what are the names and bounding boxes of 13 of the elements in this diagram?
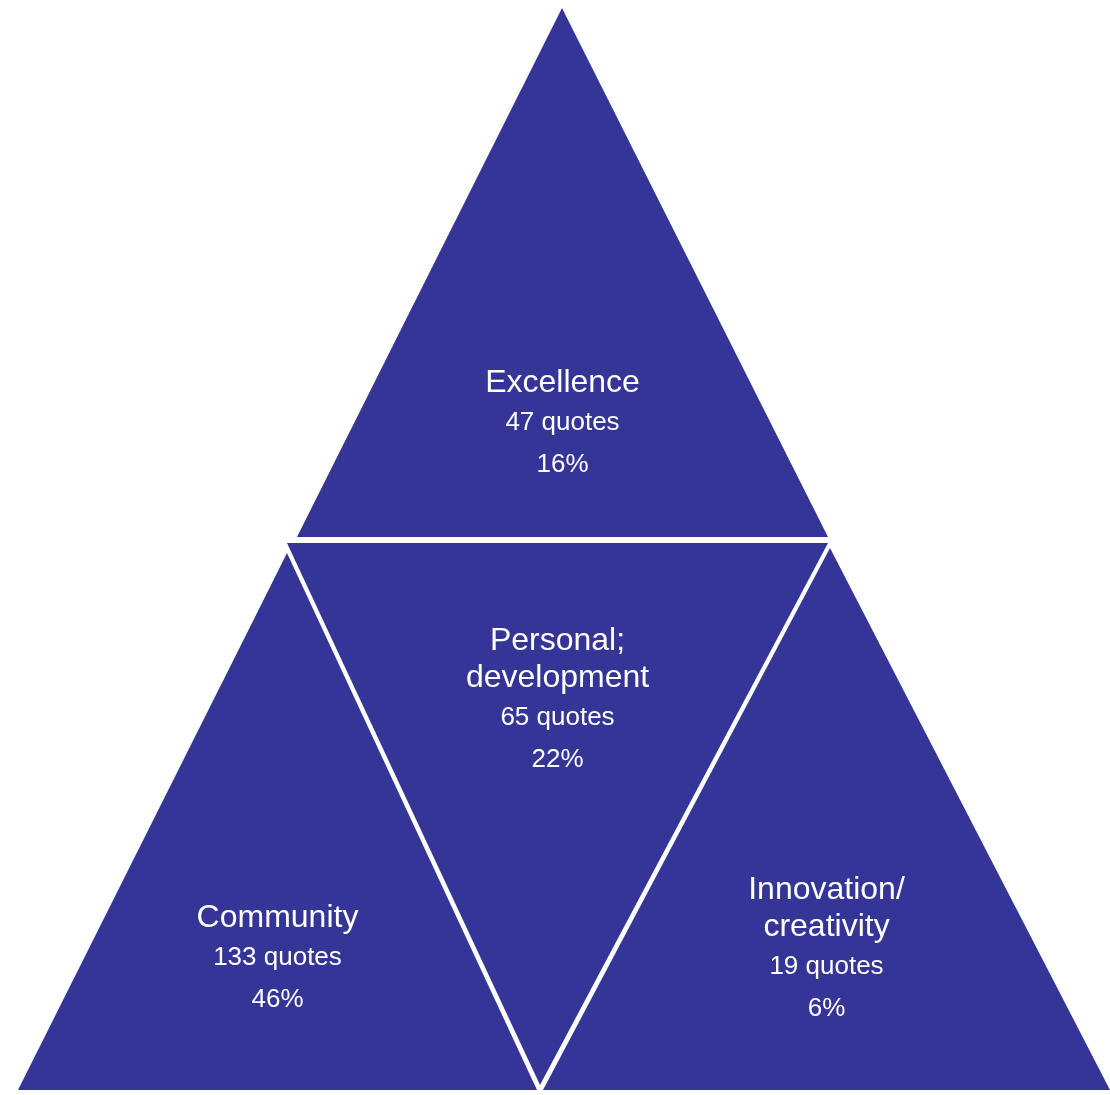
- percentage-label: 6%: [807, 991, 846, 1024]
- segment-title: Community: [196, 898, 359, 935]
- triangle-segment: [297, 8, 828, 537]
- quote-count: 19 quotes: [769, 949, 884, 982]
- percentage-label: 22%: [531, 742, 584, 775]
- quote-count: 47 quotes: [505, 405, 620, 438]
- quote-count: 65 quotes: [500, 700, 615, 733]
- segment-title: Excellence: [485, 363, 640, 400]
- percentage-label: 46%: [251, 982, 304, 1015]
- percentage-label: 16%: [536, 447, 589, 480]
- segment-title: Innovation/ creativity: [747, 870, 906, 944]
- quote-count: 133 quotes: [213, 940, 342, 973]
- segment-title: Personal; development: [464, 621, 651, 695]
